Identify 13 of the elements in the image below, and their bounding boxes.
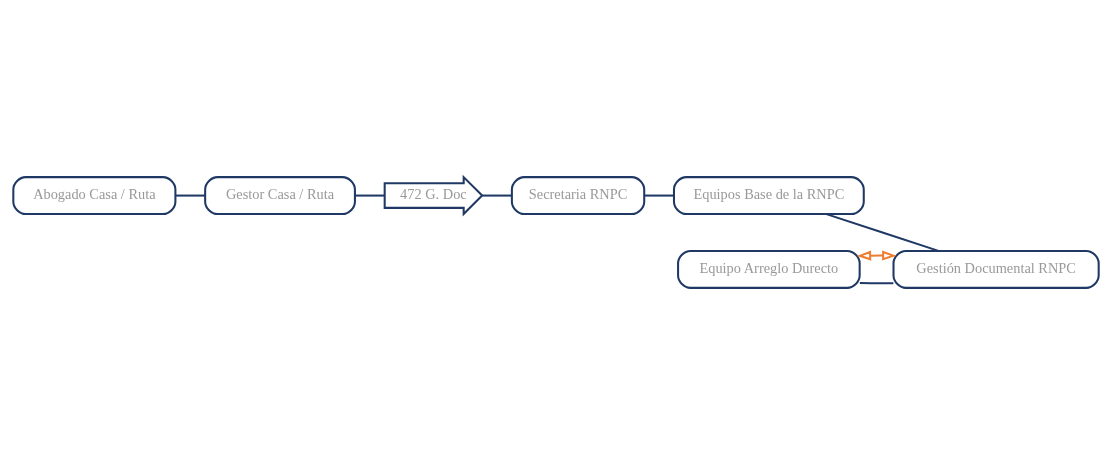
connector [175, 194, 205, 197]
connector [826, 212, 939, 252]
connector [859, 281, 894, 284]
node-box: Gestión Documental RNPC [892, 249, 1100, 289]
node-box: Secretaria RNPC [510, 175, 646, 215]
arrow [856, 250, 897, 261]
node-box: Equipos Base de la RNPC [672, 175, 865, 215]
node-box: Gestor Casa / Ruta [204, 175, 356, 215]
node-box: Equipo Arreglo Durecto [677, 249, 861, 289]
connector [482, 194, 512, 197]
connector [644, 194, 674, 197]
connector [354, 194, 385, 197]
node-box: Abogado Casa / Ruta [12, 175, 177, 215]
